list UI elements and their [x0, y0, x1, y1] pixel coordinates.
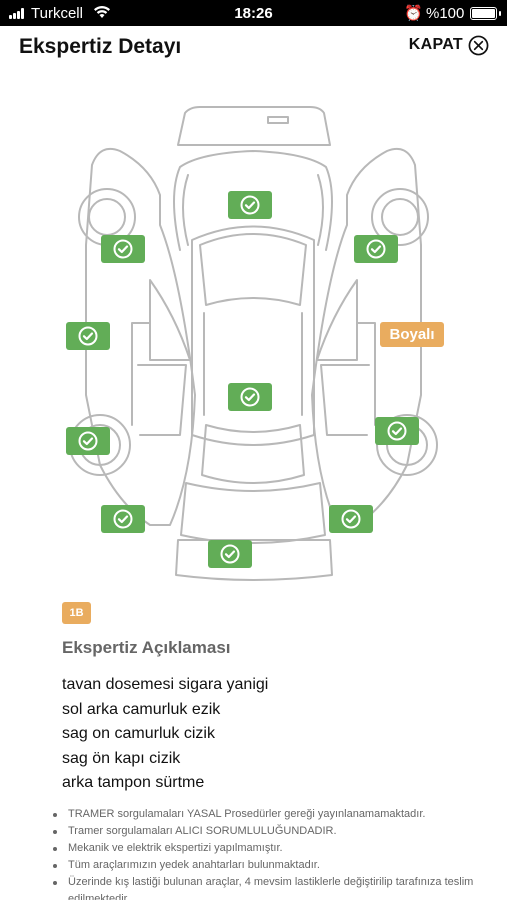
- report-tag-badge: 1B: [62, 602, 91, 624]
- check-icon: [78, 326, 98, 346]
- alarm-icon: ⏰: [404, 5, 423, 22]
- right-rear-fender-status-badge[interactable]: [329, 505, 373, 533]
- battery-icon: [470, 7, 501, 20]
- right-front-door-status-badge[interactable]: Boyalı: [380, 322, 444, 347]
- expert-note: sag ön kapı cizik: [62, 749, 181, 767]
- wifi-icon: [93, 5, 111, 23]
- roof-status-badge[interactable]: [228, 191, 272, 219]
- disclaimer-item: Üzerinde kış lastiği bulunan araçlar, 4 …: [50, 874, 495, 900]
- expert-notes-list: tavan dosemesi sigara yanigi sol arka ca…: [62, 673, 268, 796]
- disclaimer-list: TRAMER sorgulamaları YASAL Prosedürler g…: [50, 806, 495, 900]
- close-label: KAPAT: [408, 36, 463, 53]
- right-front-fender-status-badge[interactable]: [354, 235, 398, 263]
- car-damage-diagram: Boyalı: [0, 95, 507, 595]
- hood-status-badge[interactable]: [228, 383, 272, 411]
- right-rear-door-status-badge[interactable]: [375, 417, 419, 445]
- check-icon: [387, 421, 407, 441]
- left-front-door-status-badge[interactable]: [66, 322, 110, 350]
- left-rear-door-status-badge[interactable]: [66, 427, 110, 455]
- check-icon: [341, 509, 361, 529]
- check-icon: [113, 239, 133, 259]
- page-title: Ekspertiz Detayı: [19, 35, 182, 58]
- close-circle-icon: [468, 35, 489, 55]
- disclaimer-item: Mekanik ve elektrik ekspertizi yapılmamı…: [50, 840, 495, 857]
- disclaimer-item: Tramer sorgulamaları ALICI SORUMLULUĞUND…: [50, 823, 495, 840]
- car-outline-drawing: [69, 106, 438, 581]
- battery-percentage: %100: [426, 5, 465, 22]
- clock: 18:26: [234, 5, 273, 22]
- expert-note: sol arka camurluk ezik: [62, 700, 221, 718]
- left-front-fender-status-badge[interactable]: [101, 235, 145, 263]
- disclaimer-item: Tüm araçlarımızın yedek anahtarları bulu…: [50, 857, 495, 874]
- disclaimer-item: TRAMER sorgulamaları YASAL Prosedürler g…: [50, 806, 495, 823]
- expert-note: tavan dosemesi sigara yanigi: [62, 676, 269, 693]
- report-section-title: Ekspertiz Açıklaması: [62, 638, 231, 657]
- expert-note: sag on camurluk cizik: [62, 725, 215, 742]
- check-icon: [240, 387, 260, 407]
- check-icon: [113, 509, 133, 529]
- close-button[interactable]: KAPAT: [409, 33, 489, 57]
- rear-bumper-status-badge[interactable]: [208, 540, 252, 568]
- painted-label: Boyalı: [389, 326, 435, 343]
- status-bar: Turkcell 18:26 ⏰ %100: [0, 0, 507, 26]
- expert-note: arka tampon sürtme: [62, 774, 205, 791]
- left-rear-fender-status-badge[interactable]: [101, 505, 145, 533]
- signal-icon: [9, 8, 27, 19]
- check-icon: [78, 431, 98, 451]
- check-icon: [366, 239, 386, 259]
- check-icon: [220, 544, 240, 564]
- check-icon: [240, 195, 260, 215]
- carrier-name: Turkcell: [31, 5, 83, 22]
